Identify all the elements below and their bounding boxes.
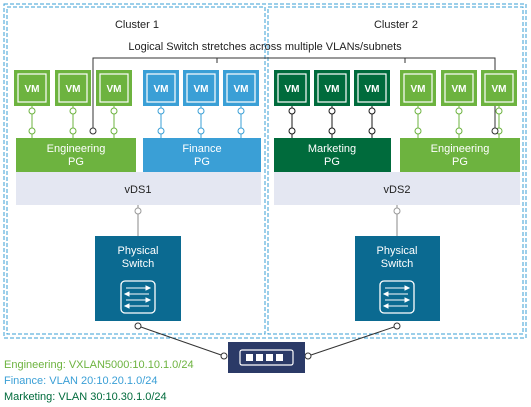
switch-icon — [379, 280, 415, 314]
vm-label: VM — [452, 84, 467, 95]
svg-text:Switch: Switch — [381, 258, 413, 270]
pg-port — [237, 127, 245, 135]
vm-group: VM VM VM VM VM VM VM VM VM VM VM VM — [14, 70, 517, 138]
vm-label: VM — [234, 84, 249, 95]
router — [228, 342, 305, 373]
pg-port — [328, 127, 336, 135]
vm-label: VM — [154, 84, 169, 95]
vm-label: VM — [411, 84, 426, 95]
vnic-port — [328, 107, 336, 115]
vnic-port — [69, 107, 77, 115]
vnic-port — [197, 107, 205, 115]
legend-finance: Finance: VLAN 20:10.20.1.0/24 — [4, 375, 158, 387]
router-links — [137, 325, 398, 357]
pg-port — [28, 127, 36, 135]
vnic-port — [414, 107, 422, 115]
pg-port — [455, 127, 463, 135]
svg-text:Finance: Finance — [182, 143, 221, 155]
pg-port — [157, 127, 165, 135]
vm-label: VM — [492, 84, 507, 95]
vnic-port — [110, 107, 118, 115]
vm-box: VM — [223, 70, 259, 138]
legend-marketing: Marketing: VLAN 30:10.30.1.0/24 — [4, 391, 167, 403]
svg-text:PG: PG — [68, 156, 84, 168]
svg-text:PG: PG — [324, 156, 340, 168]
vnic-port — [237, 107, 245, 115]
cluster-1-label: Cluster 1 — [115, 19, 159, 31]
legend-engineering: Engineering: VXLAN5000:10.10.1.0/24 — [4, 359, 194, 371]
vds1-uplink-port — [134, 207, 142, 215]
logical-switch-port — [89, 127, 97, 135]
physical-switch-2: Physical Switch — [355, 236, 440, 321]
pg-port — [197, 127, 205, 135]
vm-label: VM — [25, 84, 40, 95]
cluster-1-border — [6, 6, 266, 335]
pg-port — [414, 127, 422, 135]
vm-box: VM — [481, 70, 517, 138]
vm-box: VM — [55, 70, 91, 138]
pg-port — [110, 127, 118, 135]
port-group-finance: Finance PG — [143, 138, 261, 172]
vm-box: VM — [183, 70, 219, 138]
pg-port — [288, 127, 296, 135]
vnic-port — [495, 107, 503, 115]
vm-label: VM — [285, 84, 300, 95]
vm-box: VM — [354, 70, 390, 138]
pg-port — [368, 127, 376, 135]
vm-box: VM — [96, 70, 132, 138]
vm-label: VM — [194, 84, 209, 95]
outer-cluster-border — [3, 3, 527, 339]
vnic-port — [455, 107, 463, 115]
vm-label: VM — [365, 84, 380, 95]
port-group-engineering-2: Engineering PG — [400, 138, 520, 172]
vnic-port — [288, 107, 296, 115]
router-port-left — [220, 352, 228, 360]
cluster-2-border — [267, 6, 524, 335]
vds2-uplink-port — [393, 207, 401, 215]
router-port-right — [304, 352, 312, 360]
svg-text:vDS1: vDS1 — [125, 184, 152, 196]
svg-text:Switch: Switch — [122, 258, 154, 270]
vm-box: VM — [274, 70, 310, 138]
vnic-port — [368, 107, 376, 115]
vds1-bar: vDS1 — [16, 172, 261, 205]
vm-box: VM — [314, 70, 350, 138]
svg-text:Marketing: Marketing — [308, 143, 356, 155]
vnic-port — [28, 107, 36, 115]
svg-text:Physical: Physical — [377, 245, 418, 257]
stretch-caption: Logical Switch stretches across multiple… — [128, 41, 402, 53]
svg-text:Engineering: Engineering — [47, 143, 106, 155]
switch-1-port — [134, 322, 142, 330]
vds2-bar: vDS2 — [274, 172, 520, 205]
vm-box: VM — [14, 70, 50, 138]
svg-text:Physical: Physical — [118, 245, 159, 257]
svg-text:vDS2: vDS2 — [384, 184, 411, 196]
router-icon — [239, 349, 294, 366]
pg-port — [69, 127, 77, 135]
switch-icon — [120, 280, 156, 314]
vm-label: VM — [325, 84, 340, 95]
cluster-2-label: Cluster 2 — [374, 19, 418, 31]
vm-label: VM — [66, 84, 81, 95]
vm-box: VM — [441, 70, 477, 138]
vm-box: VM — [143, 70, 179, 138]
logical-switch-port — [491, 127, 499, 135]
svg-text:Engineering: Engineering — [431, 143, 490, 155]
vm-label: VM — [107, 84, 122, 95]
port-group-engineering-1: Engineering PG — [16, 138, 136, 172]
vm-box: VM — [400, 70, 436, 138]
svg-text:PG: PG — [452, 156, 468, 168]
vnic-port — [157, 107, 165, 115]
physical-switch-1: Physical Switch — [95, 236, 181, 321]
svg-text:PG: PG — [194, 156, 210, 168]
port-group-marketing: Marketing PG — [274, 138, 391, 172]
switch-2-port — [393, 322, 401, 330]
